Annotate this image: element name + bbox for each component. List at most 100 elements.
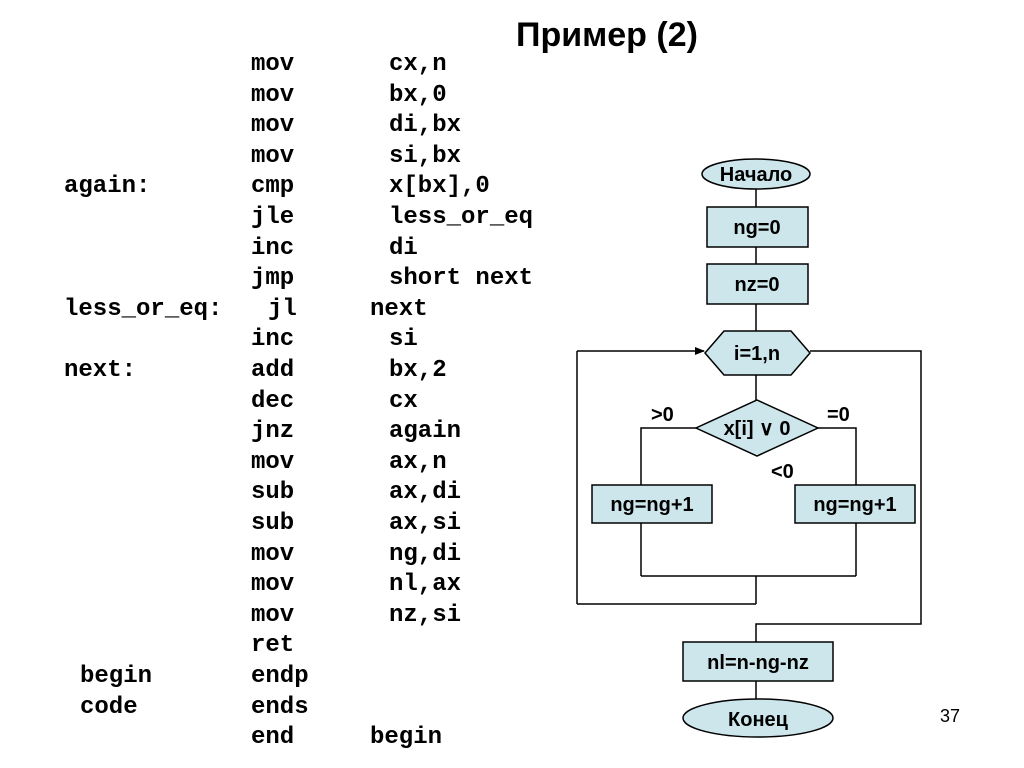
condition-label: x[i] ∨ 0 (724, 418, 791, 440)
code-line: mov bx,0 (0, 82, 600, 112)
code-line: inc si (0, 326, 600, 356)
connector-loop-exit (755, 350, 922, 642)
left-action-block: ng=ng+1 (591, 484, 713, 524)
code-label: next: (64, 357, 137, 384)
code-operands: si (389, 326, 418, 354)
code-line: jmp short next (0, 265, 600, 295)
code-line: sub ax,di (0, 479, 600, 509)
code-operands: si,bx (389, 142, 462, 170)
code-operands: ng,di (389, 540, 462, 568)
end-terminal-label: Конец (728, 709, 789, 731)
ng-init-block: ng=0 (706, 206, 809, 248)
code-operands: di,bx (389, 112, 462, 140)
code-operands: less_or_eq (389, 204, 534, 231)
code-line: code ends (0, 694, 600, 724)
code-line: jle less_or_eq (0, 204, 600, 234)
code-operands: next (370, 295, 428, 323)
nz-init-block: nz=0 (706, 263, 809, 305)
slide-title: Пример (2) (516, 16, 698, 54)
ng-init-label: ng=0 (733, 217, 780, 239)
code-operands: ax,n (389, 448, 447, 476)
branch-gt-label: >0 (651, 404, 674, 426)
condition-block: x[i] ∨ 0 (694, 399, 820, 457)
code-operands: nl,ax (389, 571, 462, 599)
code-line: dec cx (0, 388, 600, 418)
code-opcode: mov (251, 601, 295, 629)
code-operands: bx,0 (389, 81, 447, 109)
code-opcode: inc (251, 326, 295, 354)
code-opcode: mov (251, 540, 295, 568)
code-opcode: cmp (251, 173, 295, 201)
right-action-block: ng=ng+1 (794, 484, 916, 524)
code-line: mov ng,di (0, 541, 600, 571)
code-operands: cx (389, 387, 418, 415)
code-line: mov nl,ax (0, 571, 600, 601)
slide-number: 37 (940, 706, 961, 726)
result-block: nl=n-ng-nz (682, 641, 834, 682)
code-label: less_or_eq: (64, 295, 223, 323)
code-line: less_or_eq: jl next (0, 296, 600, 326)
flowchart-connectors (576, 189, 922, 700)
code-opcode: jle (251, 204, 295, 231)
code-line: ret (0, 632, 600, 662)
code-line: mov nz,si (0, 602, 600, 632)
code-line: end begin (0, 724, 600, 754)
code-opcode: end (251, 724, 295, 752)
code-opcode: sub (251, 479, 295, 507)
code-label: again: (64, 173, 151, 201)
code-operands: x[bx],0 (389, 173, 490, 201)
code-operands: ax,di (389, 479, 462, 507)
code-opcode: jmp (251, 265, 295, 293)
code-operands: short next (389, 265, 534, 293)
result-label: nl=n-ng-nz (707, 652, 809, 674)
loop-label: i=1,n (734, 343, 780, 365)
branch-eq-label: =0 (827, 404, 850, 426)
code-line: jnz again (0, 418, 600, 448)
code-opcode: mov (251, 142, 295, 170)
nz-init-label: nz=0 (734, 274, 779, 296)
start-terminal-label: Начало (720, 164, 792, 186)
code-opcode: add (251, 357, 295, 384)
code-line: mov di,bx (0, 112, 600, 142)
code-line: begin endp (0, 663, 600, 693)
connector-branch-gt (640, 427, 699, 485)
code-operands: cx,n (389, 51, 447, 78)
code-opcode: ret (251, 632, 295, 660)
code-label: begin (80, 663, 153, 690)
code-opcode: mov (251, 51, 295, 78)
code-opcode: mov (251, 112, 295, 140)
code-operands: again (389, 418, 462, 446)
code-operands: ax,si (389, 510, 462, 537)
code-opcode: jl (268, 295, 297, 323)
code-operands: nz,si (389, 601, 462, 629)
code-opcode: mov (251, 448, 295, 476)
start-terminal: Начало (701, 158, 811, 190)
code-opcode: mov (251, 571, 295, 599)
code-opcode: inc (251, 234, 295, 262)
code-line: inc di (0, 235, 600, 265)
code-label: code (80, 693, 138, 721)
code-line: mov cx,n (0, 51, 600, 81)
code-operands: di (389, 234, 418, 262)
code-opcode: mov (251, 81, 295, 109)
code-operands: begin (370, 724, 443, 752)
code-line: again: cmp x[bx],0 (0, 173, 600, 203)
code-operands: bx,2 (389, 357, 447, 384)
right-action-label: ng=ng+1 (813, 494, 896, 516)
code-opcode: dec (251, 387, 295, 415)
connector-branch-eq (818, 427, 857, 485)
end-terminal: Конец (682, 698, 834, 738)
left-action-label: ng=ng+1 (610, 494, 693, 516)
code-listing: mov cx,n mov bx,0 mov di,bx mov si,bx again: cmp x… (0, 51, 600, 754)
code-opcode: jnz (251, 418, 295, 446)
loop-block: i=1,n (704, 330, 811, 376)
branch-lt-label: <0 (771, 461, 794, 483)
code-line: next: add bx,2 (0, 357, 600, 387)
code-opcode: ends (251, 693, 309, 721)
code-line: sub ax,si (0, 510, 600, 540)
code-opcode: sub (251, 510, 295, 537)
code-line: mov ax,n (0, 449, 600, 479)
code-opcode: endp (251, 663, 309, 690)
code-line: mov si,bx (0, 143, 600, 173)
